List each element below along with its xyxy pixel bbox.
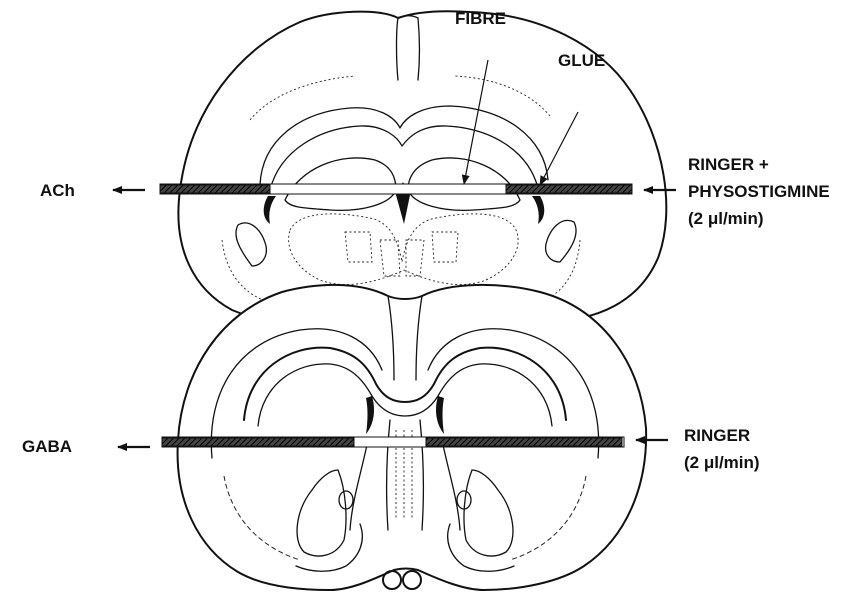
lower-probe-glue-right bbox=[426, 438, 622, 446]
upper-probe-glue-left bbox=[160, 185, 270, 193]
upper-corpus-callosum bbox=[270, 126, 538, 190]
upper-deep-nuclei bbox=[345, 232, 458, 276]
label-ringer-physo-2: PHYSOSTIGMINE bbox=[688, 182, 830, 201]
label-ringer-physo-1: RINGER + bbox=[688, 155, 769, 174]
label-glue: GLUE bbox=[558, 51, 605, 70]
lower-probe bbox=[162, 437, 624, 447]
glue-pointer bbox=[540, 112, 578, 185]
olfactory-bulb-left bbox=[383, 571, 401, 589]
label-ringer-physo-3: (2 μl/min) bbox=[688, 209, 764, 228]
upper-amygdala-right bbox=[546, 220, 576, 262]
olfactory-bulb-right bbox=[403, 571, 421, 589]
upper-lateral-mark-right bbox=[532, 196, 544, 224]
label-gaba: GABA bbox=[22, 437, 72, 456]
label-fibre: FIBRE bbox=[455, 9, 506, 28]
upper-thalamus-outline bbox=[289, 214, 518, 285]
upper-lateral-mark-left bbox=[264, 196, 276, 224]
lower-probe-glue-left bbox=[162, 438, 354, 446]
upper-midline bbox=[397, 16, 420, 80]
upper-amygdala-left bbox=[236, 223, 266, 266]
label-ach: ACh bbox=[40, 181, 75, 200]
label-ringer-2: (2 μl/min) bbox=[684, 453, 760, 472]
upper-probe bbox=[160, 184, 632, 194]
label-ringer-1: RINGER bbox=[684, 426, 750, 445]
upper-probe-glue-right bbox=[506, 185, 632, 193]
upper-cortex-inner bbox=[260, 106, 548, 185]
